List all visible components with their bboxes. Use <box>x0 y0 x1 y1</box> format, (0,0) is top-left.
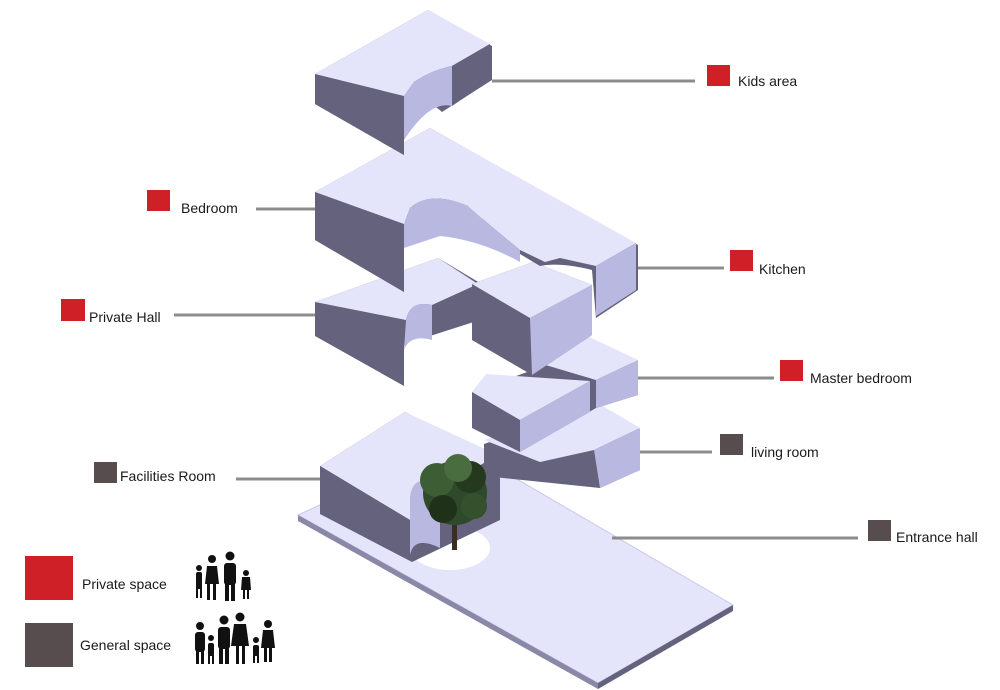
swatch-living-room <box>720 434 743 455</box>
family-silhouette-icon <box>196 551 251 601</box>
legend <box>25 551 275 667</box>
label-private-hall: Private Hall <box>89 309 161 325</box>
label-kids-area: Kids area <box>738 73 798 89</box>
room-swatches <box>61 65 891 541</box>
swatch-facilities-room <box>94 462 117 483</box>
label-facilities-room: Facilities Room <box>120 468 216 484</box>
master-bedroom-block <box>472 335 638 452</box>
bedroom-block <box>315 128 638 318</box>
swatch-private-hall <box>61 299 85 321</box>
leader-lines <box>174 79 858 540</box>
label-master-bedroom: Master bedroom <box>810 370 912 386</box>
group-silhouette-icon <box>195 612 275 664</box>
label-bedroom: Bedroom <box>181 200 238 216</box>
legend-swatch-general <box>25 623 73 667</box>
legend-label-private: Private space <box>82 576 167 592</box>
legend-swatch-private <box>25 556 73 600</box>
swatch-master-bedroom <box>780 360 803 381</box>
swatch-bedroom <box>147 190 170 211</box>
private-hall-block <box>315 258 480 386</box>
swatch-entrance-hall <box>868 520 891 541</box>
kitchen-block <box>472 262 592 375</box>
legend-label-general: General space <box>80 637 172 653</box>
swatch-kitchen <box>730 250 753 271</box>
kids-area-block <box>315 10 492 155</box>
tree-illustration <box>420 454 487 550</box>
label-living-room: living room <box>751 444 819 460</box>
swatch-kids-area <box>707 65 730 86</box>
label-kitchen: Kitchen <box>759 261 806 277</box>
label-entrance-hall: Entrance hall <box>896 529 978 545</box>
